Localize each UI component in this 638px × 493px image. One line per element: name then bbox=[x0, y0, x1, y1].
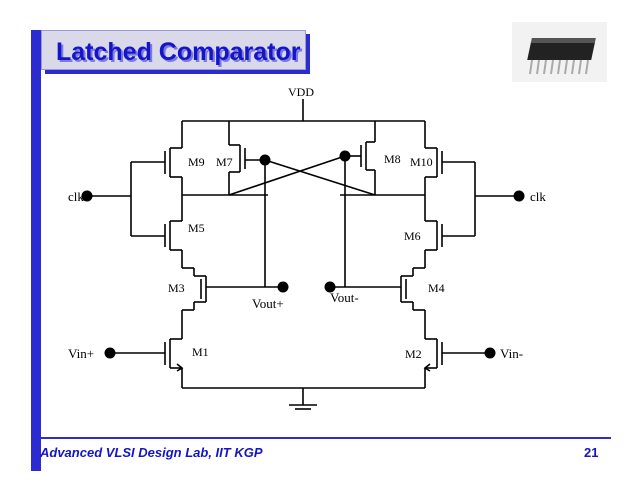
clk-left-label: clk bbox=[68, 189, 84, 204]
node-dot-left-latch bbox=[259, 154, 271, 166]
footer-text: Advanced VLSI Design Lab, IIT KGP bbox=[40, 445, 263, 460]
footer-divider bbox=[31, 437, 611, 439]
label-m2: M2 bbox=[405, 347, 422, 361]
ic-chip-logo bbox=[512, 22, 607, 82]
transistor-m6: M6 bbox=[404, 195, 475, 268]
vdd-label: VDD bbox=[288, 85, 314, 99]
label-m4: M4 bbox=[428, 281, 445, 295]
label-m6: M6 bbox=[404, 229, 421, 243]
transistor-m8: M8 bbox=[345, 121, 401, 195]
vin-minus-terminal bbox=[484, 347, 496, 359]
transistor-m10: M10 bbox=[410, 121, 475, 195]
clk-right-label: clk bbox=[530, 189, 546, 204]
vout-plus-terminal bbox=[277, 281, 289, 293]
label-m9: M9 bbox=[188, 155, 205, 169]
label-m10: M10 bbox=[410, 155, 433, 169]
label-m3: M3 bbox=[168, 281, 185, 295]
title-box bbox=[41, 30, 306, 70]
vin-minus-label: Vin- bbox=[500, 346, 523, 361]
label-m1: M1 bbox=[192, 345, 209, 359]
transistor-m7: M7 bbox=[216, 121, 265, 195]
vout-minus-terminal bbox=[324, 281, 336, 293]
label-m5: M5 bbox=[188, 221, 205, 235]
clk-left-terminal bbox=[81, 190, 93, 202]
transistor-m5: M5 bbox=[131, 195, 205, 268]
transistor-m4: M4 bbox=[330, 267, 445, 311]
vin-plus-terminal bbox=[104, 347, 116, 359]
transistor-m2: M2 bbox=[405, 310, 490, 388]
transistor-m1: M1 bbox=[110, 310, 209, 388]
clk-right-terminal bbox=[513, 190, 525, 202]
ground-symbol bbox=[289, 404, 317, 410]
page-number: 21 bbox=[584, 445, 599, 460]
transistor-m9: M9 bbox=[131, 121, 205, 195]
vout-minus-label: Vout- bbox=[330, 290, 359, 305]
side-accent-bar bbox=[31, 30, 41, 471]
title-text-shadow: Latched Comparator bbox=[58, 40, 303, 68]
label-m8: M8 bbox=[384, 152, 401, 166]
vin-plus-label: Vin+ bbox=[68, 346, 94, 361]
vout-plus-label: Vout+ bbox=[252, 296, 284, 311]
label-m7: M7 bbox=[216, 155, 233, 169]
transistor-m3: M3 bbox=[168, 267, 283, 311]
slide-title: Latched Comparator bbox=[56, 38, 301, 66]
node-dot-right-latch bbox=[339, 150, 351, 162]
